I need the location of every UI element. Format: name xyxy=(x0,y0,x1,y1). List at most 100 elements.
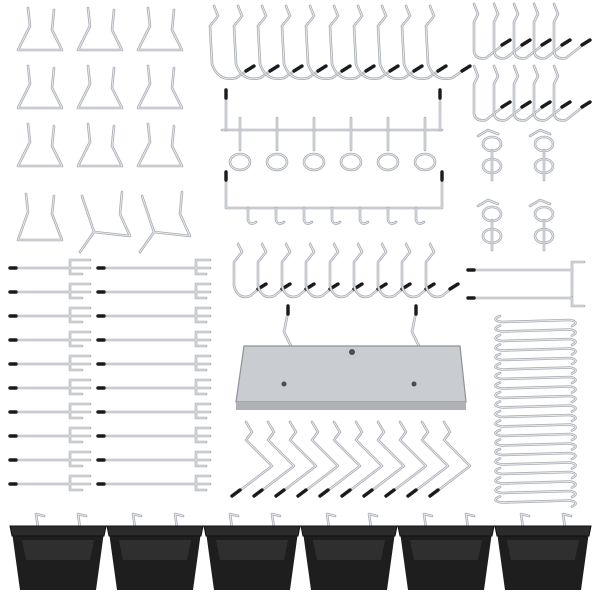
bins xyxy=(9,512,592,590)
fork-hook-short xyxy=(12,282,92,300)
fork-hook-long xyxy=(100,378,212,396)
medium-j-hooks xyxy=(232,242,460,299)
rubber-tip xyxy=(428,488,440,498)
j-hook xyxy=(424,242,454,299)
s-clip xyxy=(494,485,577,499)
rubber-tip xyxy=(500,100,512,109)
s-clip xyxy=(494,476,577,489)
fork-hook-short xyxy=(12,474,92,492)
double-hook-wire xyxy=(470,260,586,308)
fork-hook-short xyxy=(12,402,92,420)
fork-hook-long xyxy=(100,354,212,372)
loop-hook xyxy=(76,122,124,168)
l-hook xyxy=(552,2,586,60)
angled-hook xyxy=(368,420,406,494)
s-clip xyxy=(494,314,577,328)
fork-hook-short xyxy=(12,354,92,372)
prong-frame xyxy=(224,176,444,210)
bin-hook xyxy=(367,512,379,530)
bin-hook xyxy=(422,512,434,530)
storage-bin xyxy=(300,512,398,590)
rubber-tip xyxy=(448,282,460,291)
l-hook xyxy=(532,2,566,60)
l-hook xyxy=(532,64,566,122)
l-hook xyxy=(472,64,506,122)
rubber-tip xyxy=(364,64,376,73)
rubber-tip xyxy=(292,64,304,73)
fork-hook-long xyxy=(100,426,212,444)
j-hook xyxy=(328,242,358,299)
plate-hole xyxy=(281,381,287,387)
angled-hook xyxy=(236,420,274,494)
storage-bin xyxy=(494,512,592,590)
rubber-tip xyxy=(406,488,418,498)
ring xyxy=(265,152,289,172)
rubber-tip xyxy=(540,38,552,47)
j-hook xyxy=(304,242,334,299)
spring-clip xyxy=(528,198,555,252)
prong xyxy=(358,206,370,225)
l-hook xyxy=(512,64,546,122)
bin-hook xyxy=(561,512,573,530)
j-hook xyxy=(400,242,430,299)
fork-hooks xyxy=(8,258,212,492)
plate-hole xyxy=(411,381,417,387)
rubber-tip xyxy=(580,38,592,47)
shelf-plate xyxy=(235,304,467,410)
rubber-tip xyxy=(362,488,374,498)
spring-clip xyxy=(528,128,555,182)
angled-hooks xyxy=(230,420,472,498)
rubber-tip xyxy=(460,64,472,73)
s-clip xyxy=(494,371,577,385)
angled-hook xyxy=(302,420,340,494)
fork-hook-short xyxy=(12,378,92,396)
fork-hook-short xyxy=(12,306,92,324)
rubber-tip xyxy=(500,38,512,47)
rubber-tip xyxy=(540,100,552,109)
j-hook xyxy=(256,4,298,80)
prong xyxy=(274,206,286,225)
clip-arm xyxy=(528,198,552,208)
angled-hook xyxy=(434,420,472,494)
j-hook xyxy=(328,4,370,80)
rubber-tip xyxy=(316,64,328,73)
multi-prong-rack xyxy=(224,170,444,225)
small-l-hooks xyxy=(472,2,592,122)
rubber-tip xyxy=(268,64,280,73)
ring xyxy=(376,152,400,172)
s-clip xyxy=(494,466,577,480)
loop-hooks xyxy=(16,6,192,254)
ring xyxy=(228,152,252,172)
j-hook xyxy=(352,242,382,299)
angled-hook xyxy=(280,420,318,494)
plate-hole xyxy=(349,349,355,355)
rubber-tip xyxy=(560,38,572,47)
rubber-tip xyxy=(520,100,532,109)
loop-hook xyxy=(16,192,64,242)
bin-hook xyxy=(34,512,46,530)
l-hook xyxy=(512,2,546,60)
s-clips xyxy=(494,314,577,508)
j-hook xyxy=(376,242,406,299)
fork-hook-long xyxy=(100,330,212,348)
fork-hook-short xyxy=(12,450,92,468)
s-clip xyxy=(494,428,577,442)
s-clip xyxy=(494,409,577,423)
prong xyxy=(302,206,314,225)
rubber-tip xyxy=(296,488,308,498)
s-clip xyxy=(494,438,577,451)
fork-hook-long xyxy=(100,474,212,492)
prong xyxy=(386,206,398,225)
fork-hook-long xyxy=(100,282,212,300)
rubber-tip xyxy=(244,64,256,73)
angled-hook xyxy=(324,420,362,494)
rubber-tip xyxy=(274,488,286,498)
j-hook xyxy=(352,4,394,80)
j-hook xyxy=(400,4,442,80)
plate-bracket xyxy=(282,310,294,350)
l-hook xyxy=(492,2,526,60)
fork-hook-short xyxy=(12,426,92,444)
j-hook xyxy=(304,4,346,80)
